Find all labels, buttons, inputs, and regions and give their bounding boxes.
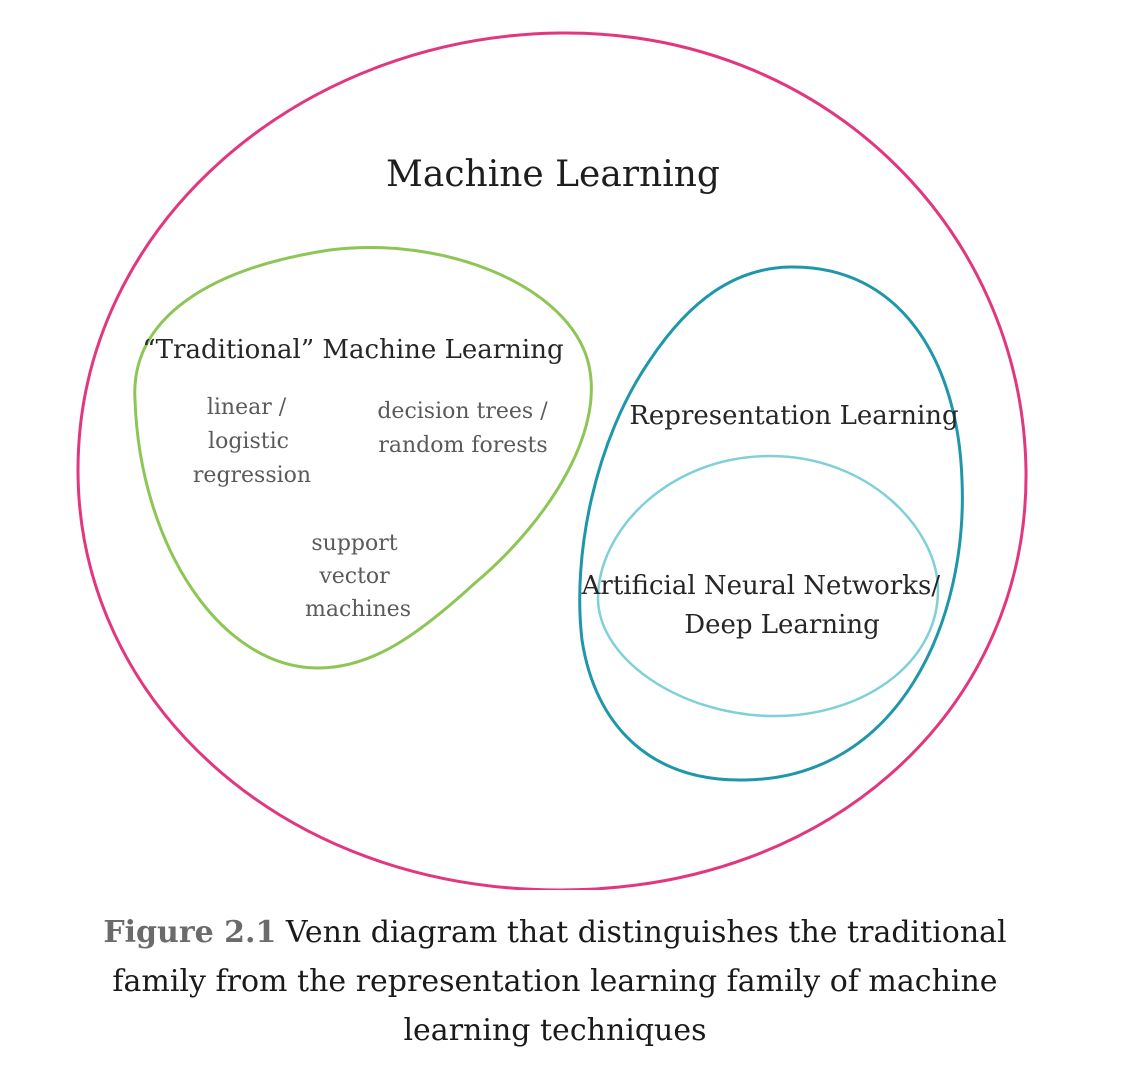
representation-learning-region <box>578 265 964 782</box>
deep-learning-region <box>596 454 940 718</box>
traditional-ml-region <box>133 246 593 670</box>
machine-learning-label: Machine Learning <box>386 154 720 195</box>
caption-text: Venn diagram that distinguishes the trad… <box>112 915 1007 1048</box>
linear-regression-label: linear / logistic regression <box>193 395 311 488</box>
traditional-ml-label: “Traditional” Machine Learning <box>142 335 563 365</box>
svm-label: support vector machines <box>305 531 411 622</box>
machine-learning-region <box>76 31 1028 890</box>
decision-trees-label: decision trees / random forests <box>377 399 554 458</box>
representation-learning-label: Representation Learning <box>629 401 958 431</box>
venn-diagram: Machine Learning “Traditional” Machine L… <box>76 31 1028 890</box>
figure-caption: Figure 2.1 Venn diagram that distinguish… <box>60 908 1050 1055</box>
figure-number: Figure 2.1 <box>103 915 277 950</box>
deep-learning-label: Artificial Neural Networks/ Deep Learnin… <box>581 571 949 640</box>
